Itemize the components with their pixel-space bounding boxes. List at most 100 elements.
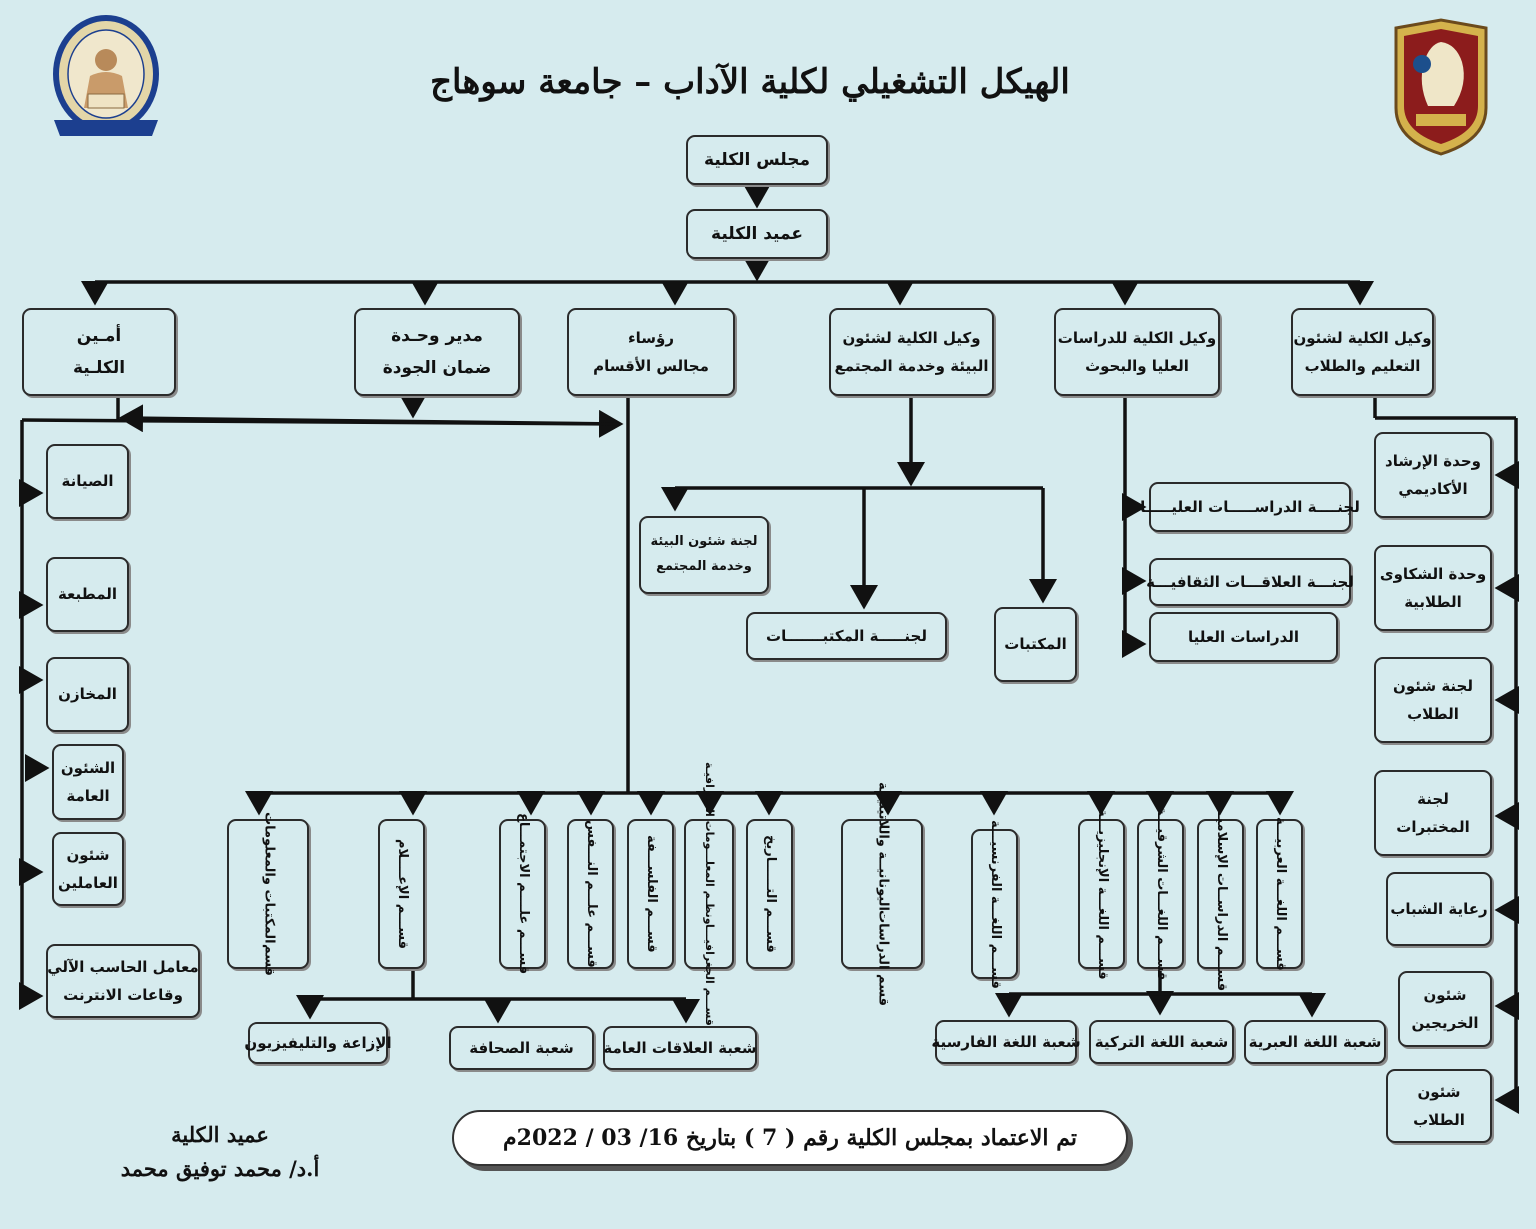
env-committee-line2: وخدمة المجتمع: [656, 559, 752, 574]
youth-care-box: رعاية الشباب: [1386, 872, 1492, 946]
faculty-council-label: مجلس الكلية: [704, 149, 810, 170]
student-affairs-committee-box: لجنة شئون الطلاب: [1374, 657, 1492, 743]
libraries-box: المكتبات: [994, 607, 1077, 682]
grad-studies-label: الدراسات العليا: [1188, 627, 1300, 646]
student-complaints-line1: وحدة الشكاوى: [1379, 564, 1487, 583]
dept-libraries-info-box: قسم المكتبات والمعلومات: [227, 812, 309, 976]
persian-branch-label: شعبة اللغة الفارسية: [931, 1032, 1081, 1051]
dept-libraries-info-line2: المكتبات والمعلومات: [261, 812, 277, 944]
labs-committee-box: لجنة المختبرات: [1374, 770, 1492, 856]
university-logo: [1394, 18, 1488, 156]
dept-english-box: قســـم اللغـــة الإنجليزيـــة: [1078, 809, 1125, 979]
dept-psychology-label: قســـم علـــم النـــفس: [583, 820, 599, 968]
turkish-branch-label: شعبة اللغة التركية: [1094, 1032, 1229, 1051]
dept-greek-latin-line1: قسم الدراسات: [875, 910, 891, 1007]
academic-advising-line1: وحدة الإرشاد: [1385, 451, 1481, 470]
dept-islamic-label: قســـم الدراســات الإسلاميـــة: [1213, 796, 1229, 992]
libraries-label: المكتبات: [1004, 635, 1067, 654]
grad-studies-committee-label: لجنــــة الدراســـــات العليـــــا: [1140, 497, 1360, 516]
computer-labs-line1: معامل الحاسب الآلي: [47, 957, 199, 976]
staff-affairs-box: شئون العاملين: [52, 832, 124, 906]
labs-committee-line1: لجنة: [1417, 789, 1449, 808]
approval-note: تم الاعتماد بمجلس الكلية رقم ( 7 ) بتاري…: [452, 1110, 1128, 1166]
department-heads-line1: رؤساء: [628, 328, 675, 347]
faculty-council-box: مجلس الكلية: [686, 135, 828, 185]
dept-french-box: قســـم اللغـــة الفرنسيـــة: [971, 820, 1018, 988]
edu-vice-dean-line2: التعليم والطلاب: [1304, 357, 1421, 375]
general-affairs-line1: الشئون: [60, 758, 116, 777]
graduates-affairs-line2: الخريجين: [1411, 1014, 1479, 1032]
staff-affairs-line2: العاملين: [58, 874, 118, 892]
graduates-affairs-line1: شئون: [1423, 985, 1467, 1004]
grad-vice-dean-line2: العليا والبحوث: [1085, 357, 1189, 375]
stores-label: المخازن: [58, 685, 117, 704]
dept-greek-latin-box: قسم الدراسات اليونانيــة واللاتينيــة: [841, 782, 923, 1006]
student-affairs-committee-line2: الطلاب: [1407, 705, 1459, 723]
faculty-logo: [53, 15, 159, 136]
dept-geography-line2: ونظـم المعلـــومات الجغرافيـة: [702, 761, 716, 925]
computer-labs-box: معامل الحاسب الآلي وقاعات الانترنت: [46, 944, 200, 1018]
faculty-secretary-box: أمـين الكلـية: [22, 308, 176, 396]
dept-oriental-label: قســـم اللغـــات الشرقيـــة: [1153, 807, 1169, 981]
grad-vice-dean-line1: وكيل الكلية للدراسات: [1057, 328, 1217, 347]
grad-vice-dean-box: وكيل الكلية للدراسات العليا والبحوث: [1054, 308, 1220, 396]
signature-title: عميد الكلية: [171, 1122, 269, 1147]
env-vice-dean-line2: البيئة وخدمة المجتمع: [834, 357, 989, 375]
dept-philosophy-label: قســـم الفلســـفة: [643, 835, 659, 953]
quality-unit-line2: ضمان الجودة: [382, 358, 492, 378]
journalism-branch-box: شعبة الصحافة: [449, 1026, 594, 1070]
grad-studies-box: الدراسات العليا: [1149, 612, 1338, 662]
env-committee-line1: لجنة شئون البيئة: [650, 534, 758, 550]
graduates-affairs-box: شئون الخريجين: [1398, 971, 1492, 1047]
dept-media-box: قســـم الإعــــلام: [378, 819, 425, 969]
page-title: الهيكل التشغيلي لكلية الآداب – جامعة سوه…: [430, 62, 1070, 102]
dept-psychology-box: قســـم علـــم النـــفس: [567, 819, 614, 969]
dept-english-label: قســـم اللغـــة الإنجليزيـــة: [1094, 808, 1110, 980]
libraries-committee-label: لجنـــــة المكتبـــــــات: [766, 626, 927, 645]
maintenance-box: الصيانة: [46, 444, 129, 519]
public-relations-branch-label: شعبة العلاقات العامة: [603, 1038, 757, 1057]
dean-signature: عميد الكلية أ.د/ محمد توفيق محمد: [100, 1118, 340, 1185]
general-affairs-box: الشئون العامة: [52, 744, 124, 820]
students-affairs-box: شئون الطلاب: [1386, 1069, 1492, 1143]
student-complaints-line2: الطلابية: [1404, 593, 1462, 611]
quality-unit-box: مدير وحـدة ضمان الجودة: [354, 308, 520, 396]
student-complaints-box: وحدة الشكاوى الطلابية: [1374, 545, 1492, 631]
env-vice-dean-box: وكيل الكلية لشئون البيئة وخدمة المجتمع: [829, 308, 994, 396]
labs-committee-line2: المختبرات: [1396, 818, 1470, 836]
radio-tv-branch-label: الإزاعة والتليفيزيون: [244, 1033, 392, 1052]
dept-sociology-label: قســـم علــــم الاجتمـــاع: [515, 813, 531, 975]
dept-geography-line1: قســـم الجغرافيـــا: [702, 924, 716, 1027]
turkish-branch-box: شعبة اللغة التركية: [1089, 1020, 1234, 1064]
signature-name: أ.د/ محمد توفيق محمد: [120, 1155, 320, 1181]
dept-arabic-label: قســـم اللغـــة العربيـــة: [1272, 817, 1288, 971]
env-vice-dean-line1: وكيل الكلية لشئون: [842, 328, 981, 347]
journalism-branch-label: شعبة الصحافة: [469, 1038, 574, 1057]
cultural-relations-committee-box: لجنـــة العلاقـــات الثقافيـــة: [1146, 558, 1354, 606]
edu-vice-dean-box: وكيل الكلية لشئون التعليم والطلاب: [1291, 308, 1434, 396]
faculty-secretary-line1: أمـين: [76, 325, 122, 346]
faculty-secretary-line2: الكلـية: [72, 358, 126, 378]
academic-advising-line2: الأكاديمي: [1398, 480, 1468, 498]
dept-arabic-box: قســـم اللغـــة العربيـــة: [1256, 817, 1303, 971]
dept-philosophy-box: قســـم الفلســـفة: [627, 819, 674, 969]
hebrew-branch-label: شعبة اللغة العبرية: [1248, 1032, 1382, 1051]
student-affairs-committee-line1: لجنة شئون: [1393, 676, 1473, 695]
printing-label: المطبعة: [57, 585, 118, 604]
dept-oriental-box: قســـم اللغـــات الشرقيـــة: [1137, 807, 1184, 981]
general-affairs-line2: العامة: [66, 787, 110, 805]
dean-box: عميد الكلية: [686, 209, 828, 259]
dept-french-label: قســـم اللغـــة الفرنسيـــة: [987, 819, 1003, 989]
dept-history-label: قســـم التــــــاريخ: [762, 835, 778, 953]
libraries-committee-box: لجنـــــة المكتبـــــــات: [746, 612, 947, 660]
dept-libraries-info-line1: قسم: [261, 943, 277, 976]
persian-branch-box: شعبة اللغة الفارسية: [931, 1020, 1081, 1064]
dept-geography-box: قســـم الجغرافيـــا ونظـم المعلـــومات ا…: [684, 762, 734, 1026]
stores-box: المخازن: [46, 657, 129, 732]
hebrew-branch-box: شعبة اللغة العبرية: [1244, 1020, 1386, 1064]
dept-islamic-box: قســـم الدراســات الإسلاميـــة: [1197, 797, 1244, 991]
students-affairs-line2: الطلاب: [1413, 1111, 1465, 1129]
computer-labs-line2: وقاعات الانترنت: [63, 986, 183, 1004]
department-heads-line2: مجالس الأقسام: [593, 357, 709, 375]
